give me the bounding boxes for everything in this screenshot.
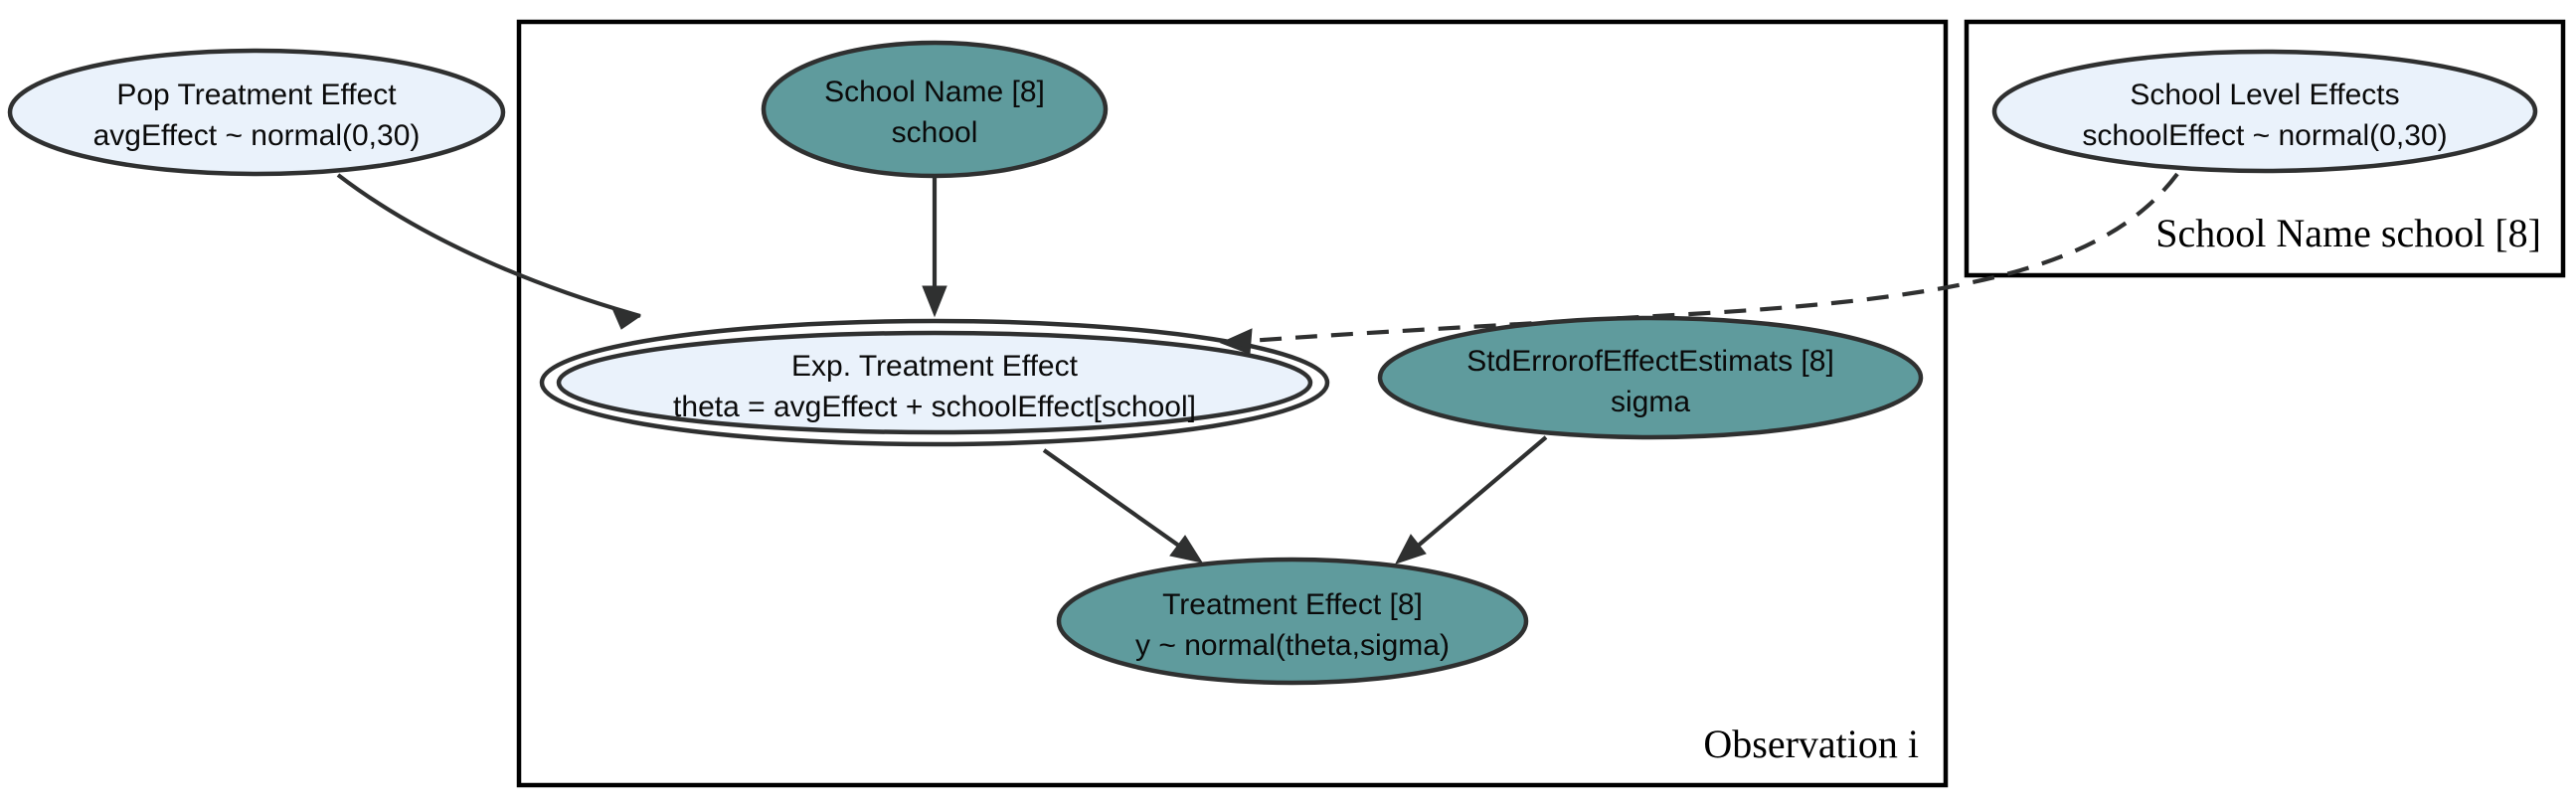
cluster-observation: Observation i (516, 19, 1949, 788)
edge-sigma-to-y-path (1414, 435, 1548, 550)
school-cluster-rect (1964, 19, 2566, 278)
edge-sigma-to-y (1394, 435, 1548, 564)
edge-school-to-exp (922, 177, 947, 318)
edge-exp-to-y (1042, 448, 1204, 564)
node-treatment-effect[interactable]: Treatment Effect [8] y ~ normal(theta,si… (1056, 557, 1529, 686)
node-exp-treatment-effect-line2: theta = avgEffect + schoolEffect[school] (673, 391, 1196, 423)
school-cluster-label: School Name school [8] (2155, 211, 2541, 255)
node-treatment-effect-line2: y ~ normal(theta,sigma) (1135, 629, 1450, 662)
edge-school-to-exp-arrowhead (922, 285, 947, 318)
edge-sigma-to-y-arrowhead (1394, 534, 1427, 564)
node-std-error-shape[interactable] (1377, 315, 1924, 440)
observation-cluster-rect (516, 19, 1949, 788)
node-treatment-effect-line1: Treatment Effect [8] (1162, 588, 1423, 621)
edge-pop-to-exp-arrowhead (610, 305, 642, 330)
observation-cluster-label: Observation i (1703, 722, 1919, 766)
node-school-name[interactable]: School Name [8] school (761, 40, 1109, 179)
node-pop-treatment-effect-shape[interactable] (7, 48, 506, 177)
node-treatment-effect-shape[interactable] (1056, 557, 1529, 686)
node-pop-treatment-effect[interactable]: Pop Treatment Effect avgEffect ~ normal(… (7, 48, 506, 177)
edge-exp-to-y-arrowhead (1169, 535, 1204, 564)
node-school-level-effects[interactable]: School Level Effects schoolEffect ~ norm… (1991, 49, 2538, 174)
node-school-name-line1: School Name [8] (824, 76, 1045, 108)
node-std-error-line2: sigma (1611, 386, 1690, 418)
node-exp-treatment-effect-line1: Exp. Treatment Effect (791, 350, 1079, 383)
node-exp-treatment-effect[interactable]: Exp. Treatment Effect theta = avgEffect … (539, 318, 1330, 447)
node-exp-treatment-effect-outer-shape (539, 318, 1330, 447)
edge-sle-to-exp-path (1248, 172, 2179, 344)
node-school-name-line2: school (892, 116, 978, 149)
edge-pop-to-exp (336, 173, 642, 330)
node-school-name-shape[interactable] (761, 40, 1109, 179)
node-pop-treatment-effect-line1: Pop Treatment Effect (116, 79, 397, 111)
node-pop-treatment-effect-line2: avgEffect ~ normal(0,30) (93, 119, 421, 152)
cluster-school: School Name school [8] (1964, 19, 2566, 278)
edge-pop-to-exp-path (336, 173, 641, 319)
node-school-level-effects-line2: schoolEffect ~ normal(0,30) (2082, 119, 2447, 152)
node-school-level-effects-line1: School Level Effects (2130, 79, 2399, 111)
node-std-error-line1: StdErrorofEffectEstimats [8] (1466, 345, 1834, 378)
node-exp-treatment-effect-shape[interactable] (556, 330, 1313, 435)
node-std-error[interactable]: StdErrorofEffectEstimats [8] sigma (1377, 315, 1924, 440)
edge-exp-to-y-path (1042, 448, 1185, 551)
node-school-level-effects-shape[interactable] (1991, 49, 2538, 174)
